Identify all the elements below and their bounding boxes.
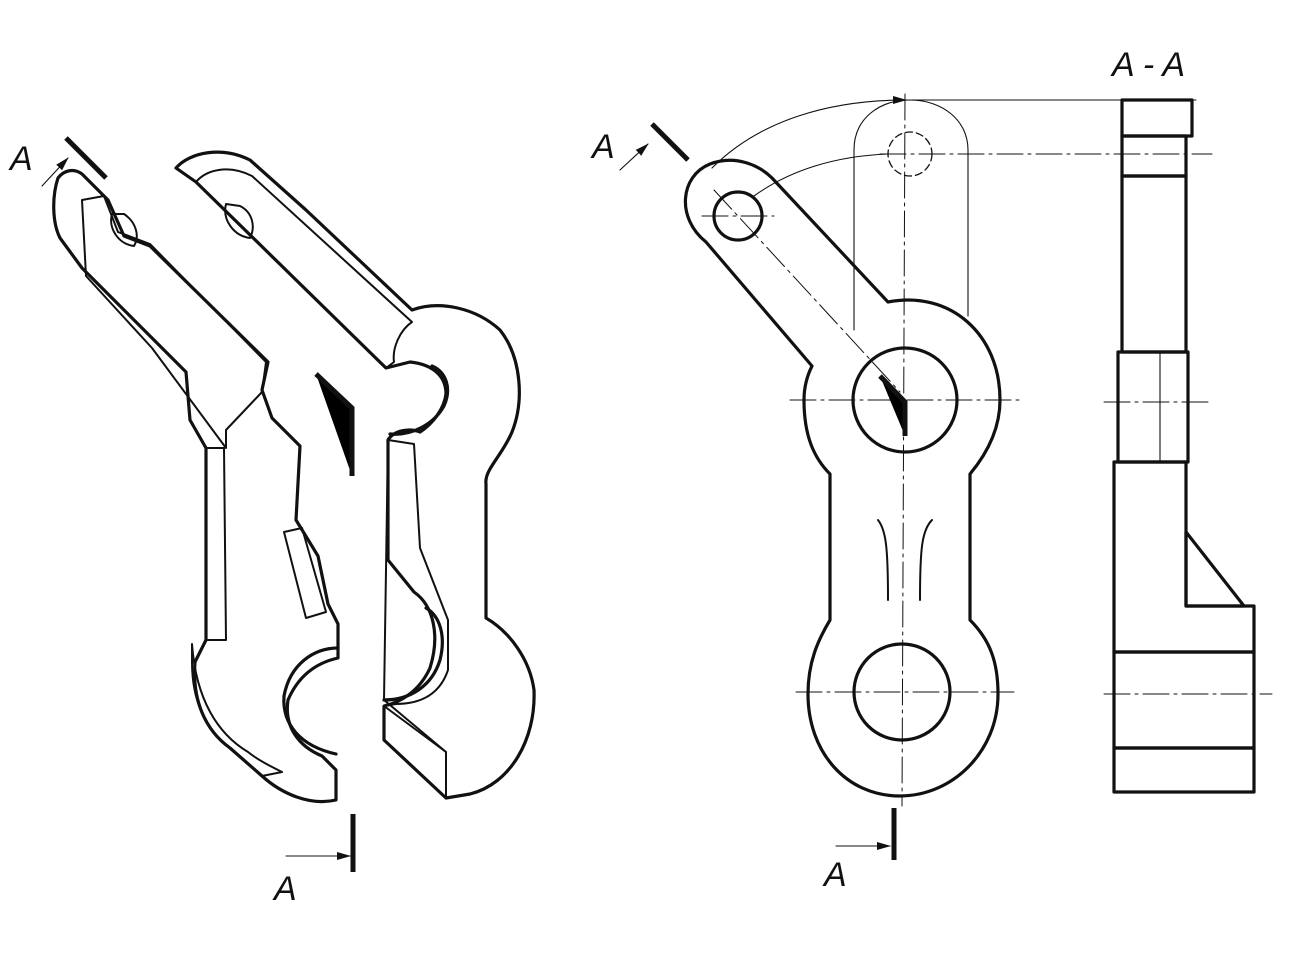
front-view-outline: [683, 158, 1002, 798]
section-view-a-a: A - A: [1103, 46, 1273, 794]
left-half-rib: [283, 527, 327, 619]
left-half-boss-face: [191, 643, 283, 777]
right-arm-notch: [224, 203, 254, 239]
label-a-iso-bottom: A: [272, 870, 297, 908]
section-middle-hole: [1116, 350, 1190, 464]
section-upper-block: [1120, 174, 1188, 354]
web-rib-right: [919, 519, 933, 601]
cut-mark-front-top: [650, 122, 690, 162]
left-half-top-face: [81, 195, 267, 449]
phantom-arm-outline: [853, 99, 969, 331]
left-half-hole: [282, 646, 340, 756]
section-web: [1184, 530, 1246, 608]
right-half-hole: [382, 606, 444, 702]
cut-line-front-middle: [878, 374, 908, 436]
front-axis-vertical: [901, 93, 906, 807]
section-top-block: [1120, 98, 1194, 138]
isometric-cutaway-view: A A: [8, 136, 536, 908]
left-arm-notch: [110, 213, 138, 247]
left-half-slot-face: [205, 447, 227, 641]
front-axis-arm: [713, 189, 901, 393]
section-small-hole: [1120, 134, 1188, 178]
right-half-top-face: [195, 168, 413, 369]
label-a-front-bottom: A: [822, 856, 847, 894]
right-half-upper-hole: [388, 364, 450, 436]
web-rib-left: [877, 519, 889, 601]
rotation-arc-inner: [753, 153, 889, 197]
cut-mark-iso-top: [64, 136, 108, 180]
rotation-arc-outer: [711, 96, 907, 169]
right-half-body: [174, 150, 536, 800]
arrow-front-top: [619, 143, 649, 171]
section-bottom-hole: [1112, 650, 1256, 750]
arrow-iso-top: [41, 157, 69, 187]
section-title: A - A: [1110, 46, 1185, 84]
front-view: A A: [590, 93, 1213, 894]
cut-line-iso-middle: [314, 372, 355, 476]
section-bottom-block: [1112, 746, 1256, 794]
section-lower-block: [1112, 460, 1256, 654]
label-a-front-top: A: [590, 128, 615, 166]
right-half-bottom-block: [383, 705, 447, 799]
left-half-body: [52, 168, 340, 804]
label-a-iso-top: A: [8, 140, 33, 178]
